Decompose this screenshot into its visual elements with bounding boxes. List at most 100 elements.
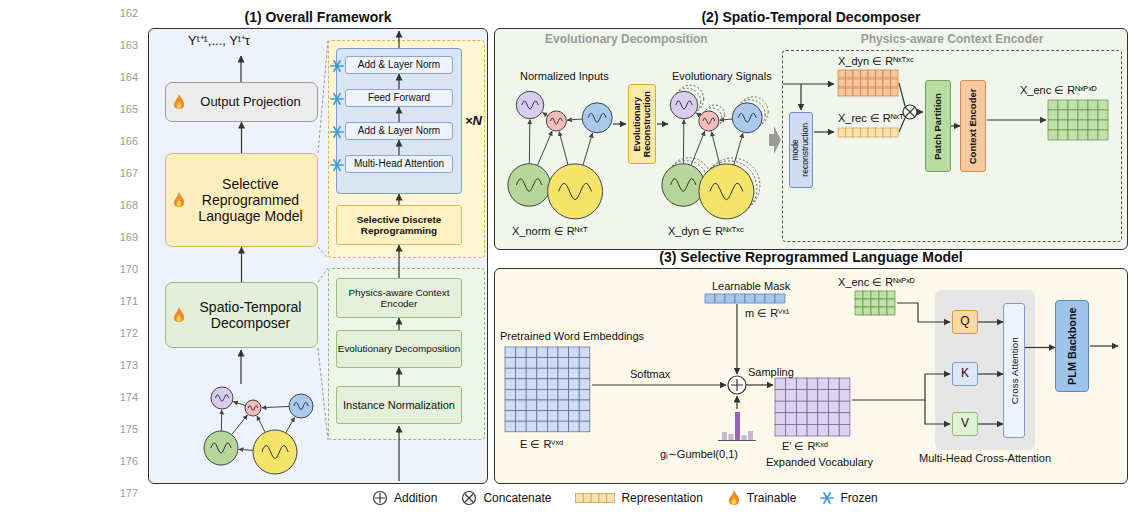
frozen-icon	[820, 491, 834, 505]
graph-edge	[262, 406, 289, 407]
graph-edge	[683, 120, 684, 164]
graph-node	[582, 103, 612, 133]
dynamic-representation	[876, 70, 884, 78]
flow-arrow	[852, 374, 950, 400]
matrix-cell	[1058, 100, 1068, 110]
swatch-cell	[607, 494, 615, 503]
flame-inner	[177, 314, 182, 322]
vertical-box: Cross Attention	[1003, 303, 1025, 438]
group-box: (2) Spatio-Temporal DecomposerEvolutiona…	[494, 28, 1128, 250]
connector	[978, 321, 1003, 322]
matrix-cell	[863, 299, 871, 307]
graph-node	[289, 394, 313, 418]
zoom-line	[318, 40, 328, 153]
matrix-cell	[818, 390, 829, 402]
annotation: X_norm ∈ Rᴺˣᵀ	[512, 225, 588, 238]
trainable-icon	[172, 191, 186, 209]
box-label: Add & Layer Norm	[358, 125, 440, 137]
box-label: V	[961, 417, 969, 431]
box-label: Q	[960, 315, 969, 329]
matrix-cell	[547, 389, 558, 400]
matrix-cell	[871, 291, 879, 299]
matrix-cell	[579, 368, 590, 379]
matrix-cell	[1098, 130, 1108, 140]
matrix-cell	[818, 378, 829, 390]
matrix-cell	[558, 358, 569, 369]
matrix-cell	[1058, 120, 1068, 130]
matrix-cell	[516, 368, 527, 379]
matrix-cell	[537, 389, 548, 400]
matrix-cell	[829, 401, 840, 413]
group-heading: ×N	[465, 114, 482, 129]
zoom-line	[318, 247, 328, 258]
matrix-cell	[1088, 110, 1098, 120]
concat-symbol	[903, 105, 917, 119]
matrix-cell	[829, 413, 840, 425]
flow-arrow	[398, 426, 399, 481]
matrix-cell	[1078, 100, 1088, 110]
matrix-cell	[558, 389, 569, 400]
matrix-cell	[516, 347, 527, 358]
legend-item: Addition	[372, 490, 437, 506]
matrix-cell	[547, 368, 558, 379]
vertical-box: mode reconstruction	[789, 112, 813, 188]
matrix-cell	[1068, 110, 1078, 120]
matrix-cell	[526, 379, 537, 390]
matrix-cell	[887, 307, 895, 315]
matrix-cell	[558, 400, 569, 411]
matrix-cell	[537, 400, 548, 411]
annotation: E ∈ Rⱽˣᵈ	[520, 438, 563, 451]
process-box: K	[952, 362, 978, 386]
matrix-cell	[863, 291, 871, 299]
box-label: Instance Normalization	[343, 399, 455, 412]
annotation: X_dyn ∈ Rᴺˣᵀˣᶜ	[668, 225, 744, 238]
matrix-cell	[558, 368, 569, 379]
annotation: gᵢ∼Gumbel(0,1)	[660, 448, 738, 461]
flow-arrow	[398, 31, 399, 48]
zoom-line	[318, 268, 328, 282]
dynamic-representation	[883, 79, 891, 87]
mask-cell	[735, 294, 745, 303]
signal-wave	[671, 179, 697, 192]
matrix-cell	[579, 400, 590, 411]
matrix-cell	[796, 378, 807, 390]
matrix-cell	[547, 411, 558, 422]
connector	[241, 247, 242, 282]
annotation: Expanded Vocabulary	[766, 456, 873, 469]
mask-cell	[755, 294, 765, 303]
annotation: X_rec ∈ Rᴺˣᵀ	[838, 112, 904, 125]
dynamic-representation	[853, 79, 861, 87]
connector	[978, 423, 1003, 424]
group-heading: Multi-Head Cross-Attention	[895, 452, 1075, 465]
signal-wave	[215, 395, 228, 402]
matrix-cell	[505, 368, 516, 379]
snow-stroke	[334, 160, 340, 170]
box-label: Output Projection	[200, 95, 300, 110]
matrix-cell	[839, 401, 850, 413]
process-box: Q	[952, 310, 978, 334]
annotation: Learnable Mask	[712, 280, 790, 293]
vertical-box: Context Encoder	[960, 80, 986, 172]
matrix-cell	[807, 424, 818, 436]
connector	[241, 122, 242, 153]
mode-representation	[891, 128, 899, 137]
matrix-cell	[775, 424, 786, 436]
signal-wave	[294, 403, 308, 410]
trainable-icon	[172, 306, 186, 324]
line-number: 168	[112, 199, 138, 212]
process-box: Feed Forward	[345, 89, 453, 107]
gumbel-bar	[722, 432, 727, 440]
matrix-cell	[1078, 110, 1088, 120]
box-label: Evolutionary Decomposition	[338, 343, 460, 354]
flow-arrow	[657, 123, 668, 124]
flow-arrow	[592, 384, 726, 385]
matrix-cell	[829, 390, 840, 402]
matrix-cell	[505, 389, 516, 400]
mode-representation	[853, 128, 861, 137]
matrix-cell	[1088, 100, 1098, 110]
matrix-cell	[516, 379, 527, 390]
graph-edge	[232, 415, 248, 435]
signal-wave	[248, 406, 258, 411]
line-number: 173	[112, 359, 138, 372]
